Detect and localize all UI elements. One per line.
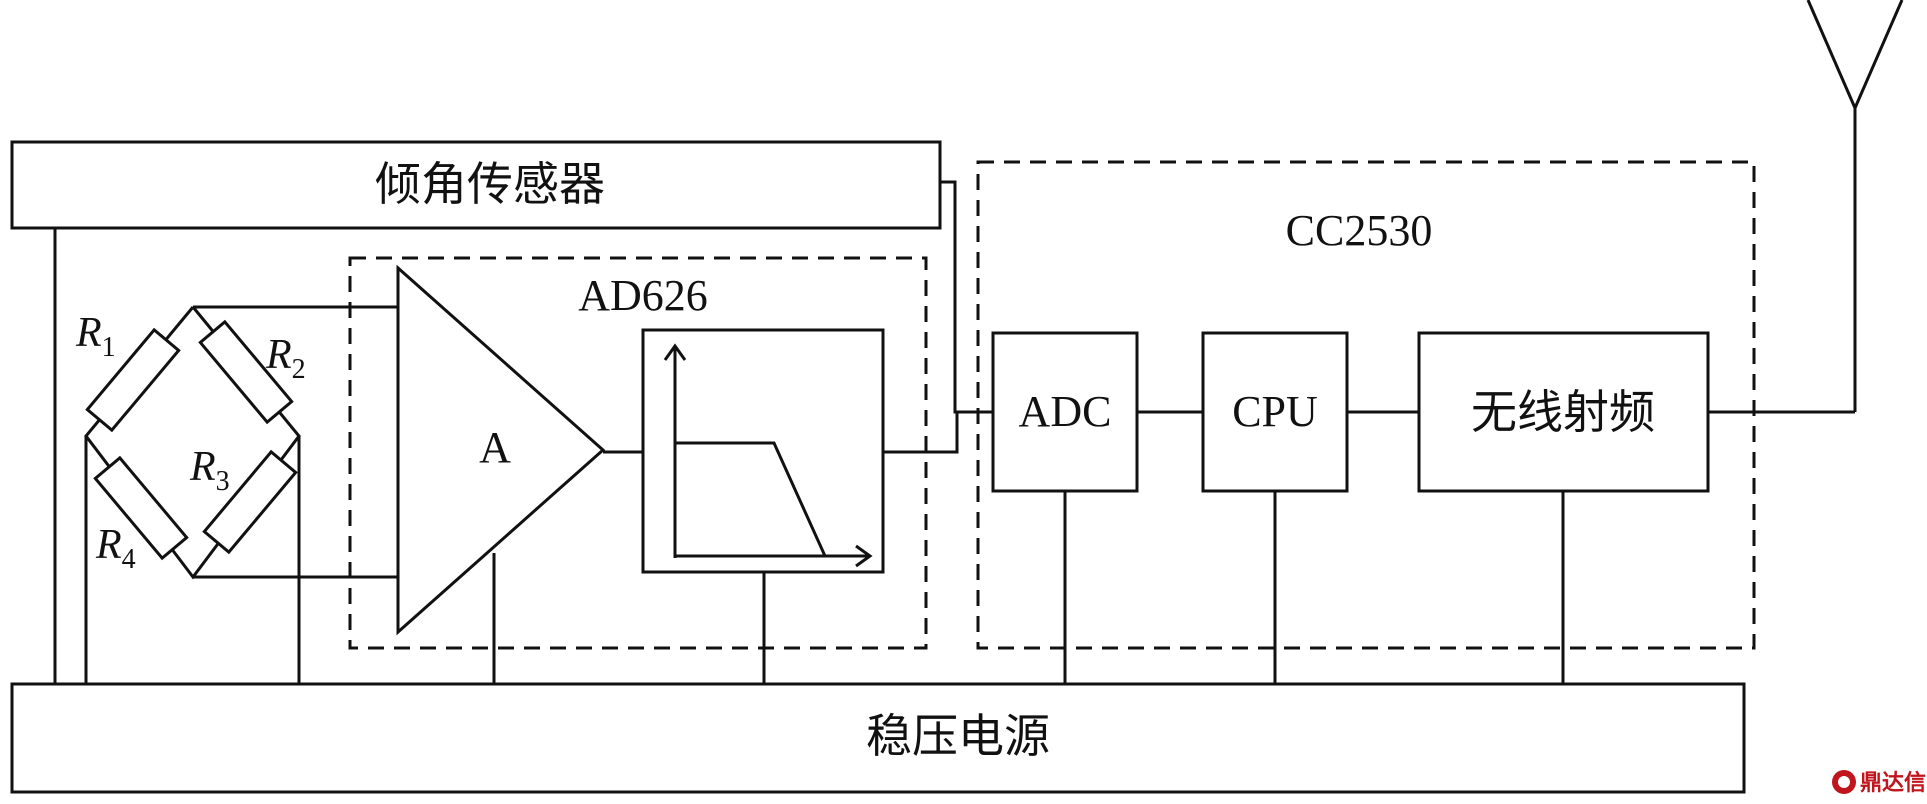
bridge-circuit (53, 228, 398, 684)
amplifier-triangle (396, 264, 606, 636)
lowpass-response-icon (663, 343, 873, 568)
tilt-sensor-block (10, 140, 942, 230)
svg-text:鼎达信: 鼎达信 (1860, 770, 1926, 796)
filter-output-wire (883, 410, 993, 454)
r3-label: R3 (189, 444, 230, 497)
lowpass-filter-block (641, 328, 885, 574)
cc2530-group (976, 160, 1756, 650)
power-supply-block (10, 682, 1746, 794)
power-supply-label: 稳压电源 (866, 709, 1050, 763)
resistor-r3 (202, 449, 298, 555)
rf-label: 无线射频 (1471, 385, 1655, 439)
watermark-logo: 鼎达信 (1832, 770, 1926, 796)
resistor-r4 (93, 455, 189, 561)
r4-label: R4 (95, 522, 136, 575)
r2-label: R2 (265, 332, 306, 385)
antenna-icon (1806, 0, 1904, 412)
sensor-signal-wire (940, 180, 993, 414)
cc2530-label: CC2530 (1286, 206, 1433, 255)
cpu-label: CPU (1232, 387, 1318, 436)
r1-label: R1 (75, 310, 116, 363)
amplifier-label: A (479, 423, 511, 472)
adc-label: ADC (1019, 387, 1112, 436)
tilt-sensor-label: 倾角传感器 (375, 157, 605, 211)
ad626-group (348, 256, 928, 650)
resistor-r2 (198, 319, 294, 425)
ad626-label: AD626 (578, 271, 708, 320)
resistor-r1 (85, 327, 181, 433)
